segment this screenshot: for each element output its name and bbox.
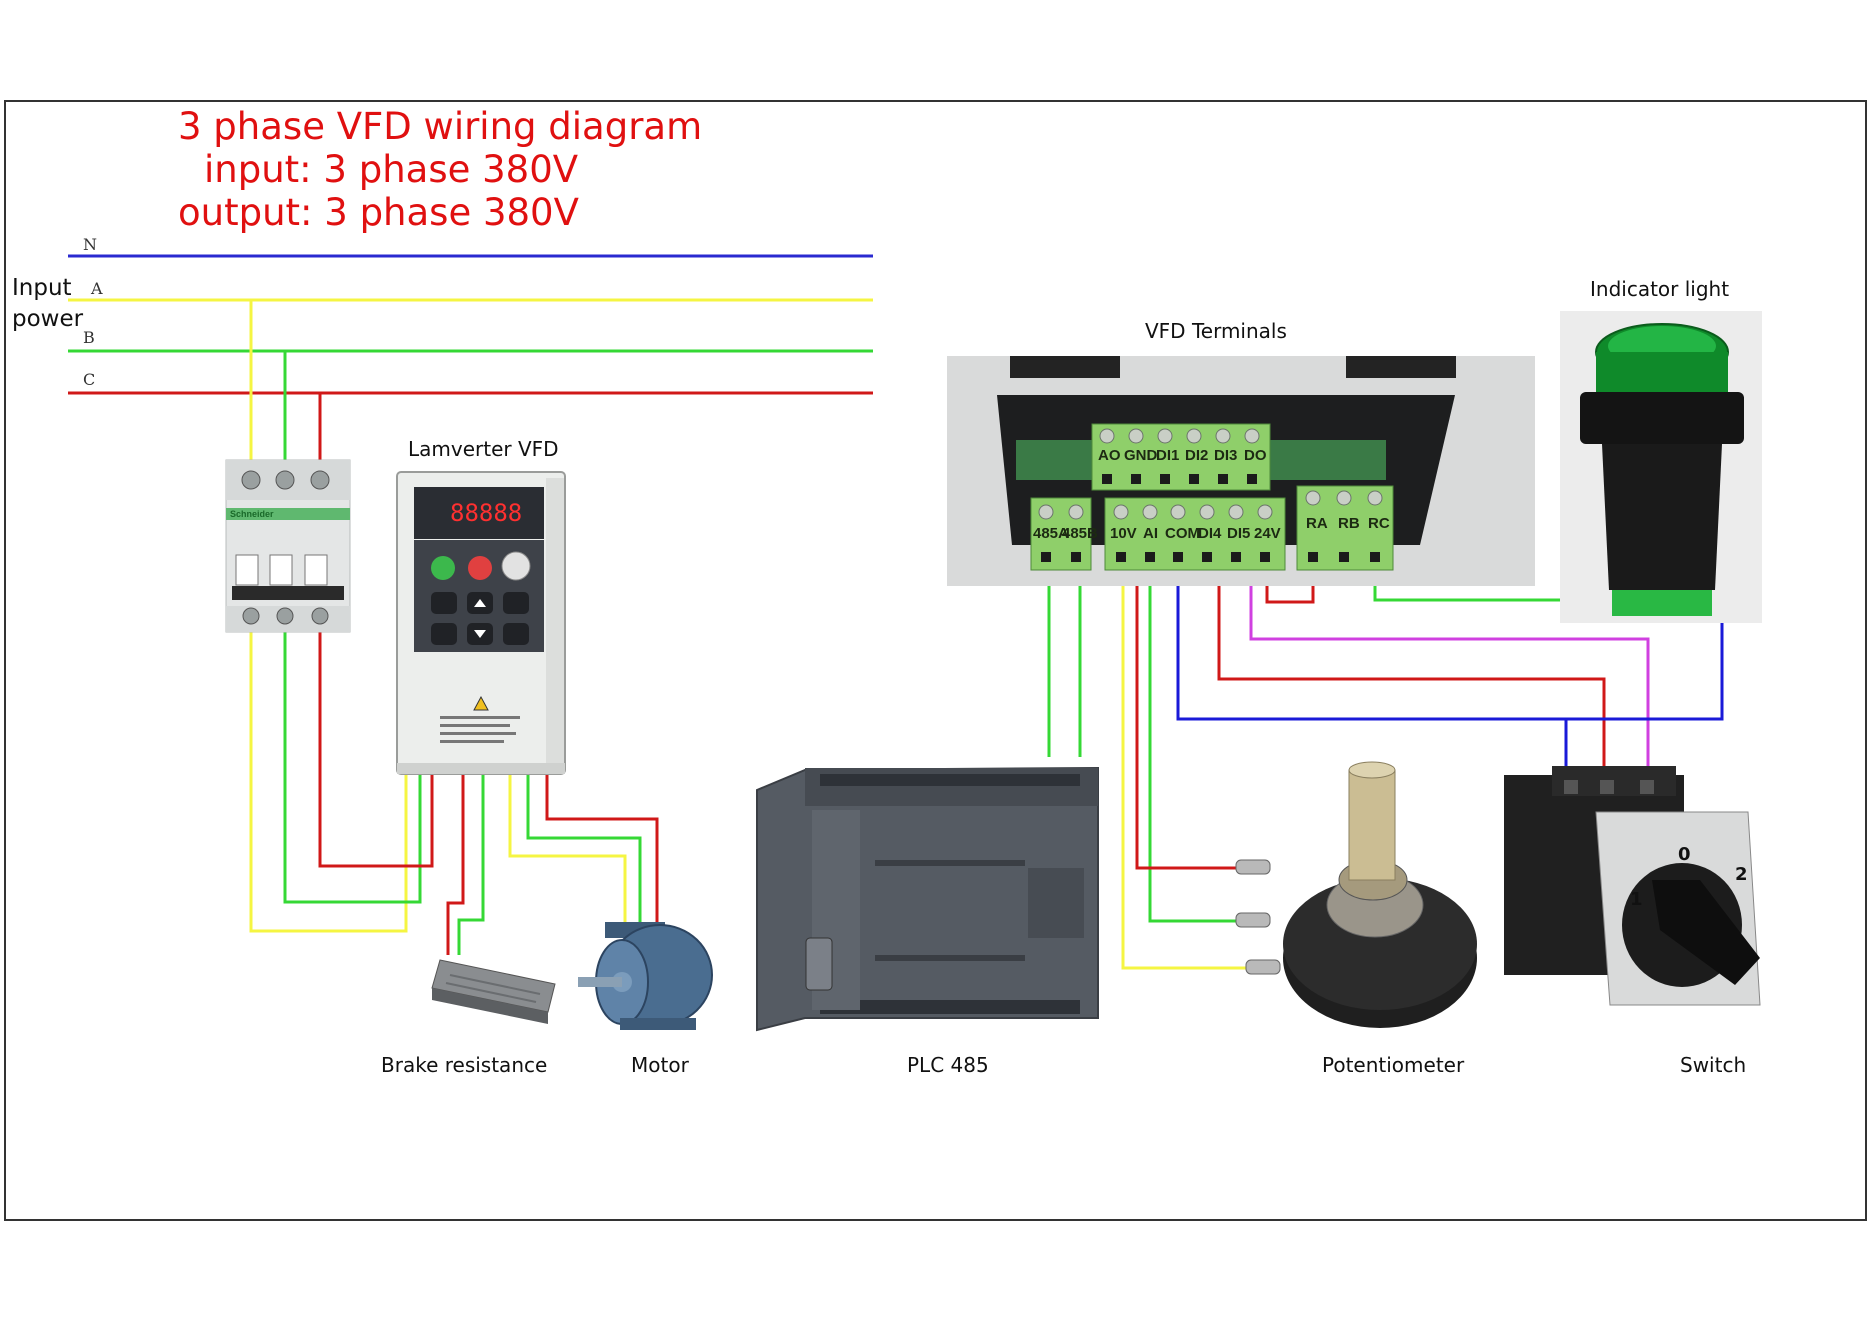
motor-label: Motor: [631, 1053, 690, 1077]
selector-switch: 0 1 2: [1504, 766, 1761, 1006]
term-ao: AO: [1098, 447, 1121, 464]
bus-label-c: C: [83, 370, 95, 389]
wire-com-to-switch: [1176, 560, 1568, 795]
wire-breaker-to-vfd-yellow: [249, 630, 408, 933]
brake-resistor: [431, 959, 556, 1024]
motor: [578, 922, 713, 1030]
bus-label-n: N: [83, 235, 97, 254]
vfd-unit: 88888: [396, 471, 566, 775]
terminals-label: VFD Terminals: [1145, 319, 1287, 343]
brake-label: Brake resistance: [381, 1053, 547, 1077]
vfd-label: Lamverter VFD: [408, 437, 559, 461]
wire-vfd-to-motor-yellow: [508, 770, 627, 928]
wire-vfd-to-brake-green: [457, 770, 485, 955]
term-gnd: GND: [1124, 447, 1158, 464]
switch-label: Switch: [1680, 1053, 1746, 1077]
vfd-stop-button[interactable]: [468, 556, 492, 580]
term-24v: 24V: [1254, 525, 1281, 542]
wire-indicator-to-switch: [1566, 592, 1724, 721]
vfd-warning-icon: [473, 695, 489, 711]
title-line-3: output: 3 phase 380V: [178, 191, 579, 234]
indicator-light: [1560, 311, 1762, 623]
vfd-terminals: AO GND DI1 DI2 DI3 DO 485A 485B 10V AI C…: [947, 356, 1535, 586]
term-di1: DI1: [1156, 447, 1179, 464]
breaker-brand: Schneider: [230, 509, 274, 519]
term-di3: DI3: [1214, 447, 1237, 464]
vfd-knob[interactable]: [501, 551, 531, 581]
input-power-label-line1: Input: [12, 275, 72, 301]
term-do: DO: [1244, 447, 1267, 464]
power-buses: N A B C: [68, 235, 873, 395]
wire-gnd-to-pot: [1135, 477, 1252, 870]
term-485a: 485A: [1033, 525, 1069, 542]
term-di5: DI5: [1227, 525, 1250, 542]
switch-pos-0: 0: [1678, 844, 1691, 865]
vfd-enter-button[interactable]: [503, 592, 529, 614]
term-di2: DI2: [1185, 447, 1208, 464]
circuit-breaker: Schneider: [225, 459, 351, 633]
title-line-2: input: 3 phase 380V: [204, 148, 578, 191]
wires-left: [249, 300, 659, 955]
switch-pos-1: 1: [1630, 889, 1643, 910]
bus-label-a: A: [90, 279, 103, 298]
wire-vfd-to-motor-red: [545, 770, 659, 928]
title-line-1: 3 phase VFD wiring diagram: [178, 105, 702, 148]
vfd-shift-button[interactable]: [503, 623, 529, 645]
wire-breaker-to-vfd-green: [283, 630, 422, 904]
term-10v: 10V: [1110, 525, 1137, 542]
wire-ai-to-pot: [1148, 560, 1252, 923]
bus-label-b: B: [83, 328, 95, 347]
vfd-down-arrow-icon: [474, 630, 486, 638]
input-power-label-line2: power: [12, 306, 84, 332]
wire-10v-to-pot: [1121, 560, 1252, 970]
plc-label: PLC 485: [907, 1053, 989, 1077]
wire-vfd-to-brake-red: [446, 770, 465, 955]
potentiometer-label: Potentiometer: [1322, 1053, 1465, 1077]
plc-serial-port: [805, 937, 833, 991]
term-rb: RB: [1338, 515, 1360, 532]
term-rc: RC: [1368, 515, 1390, 532]
plc-unit: [744, 757, 1105, 1034]
wire-vfd-to-motor-green: [526, 770, 642, 928]
switch-handle[interactable]: [1652, 880, 1760, 985]
vfd-mfk-button[interactable]: [431, 623, 457, 645]
wire-breaker-to-vfd-red: [318, 630, 434, 868]
term-di4: DI4: [1198, 525, 1222, 542]
vfd-display: 88888: [450, 499, 522, 527]
vfd-run-button[interactable]: [431, 556, 455, 580]
indicator-label: Indicator light: [1590, 277, 1729, 301]
term-485b: 485B: [1062, 525, 1098, 542]
title-block: 3 phase VFD wiring diagram input: 3 phas…: [178, 105, 702, 234]
vfd-up-arrow-icon: [474, 599, 486, 607]
potentiometer: [1235, 761, 1477, 1028]
term-ai: AI: [1143, 525, 1158, 542]
switch-pos-2: 2: [1735, 864, 1748, 885]
vfd-prg-button[interactable]: [431, 592, 457, 614]
term-ra: RA: [1306, 515, 1328, 532]
term-com: COM: [1165, 525, 1200, 542]
